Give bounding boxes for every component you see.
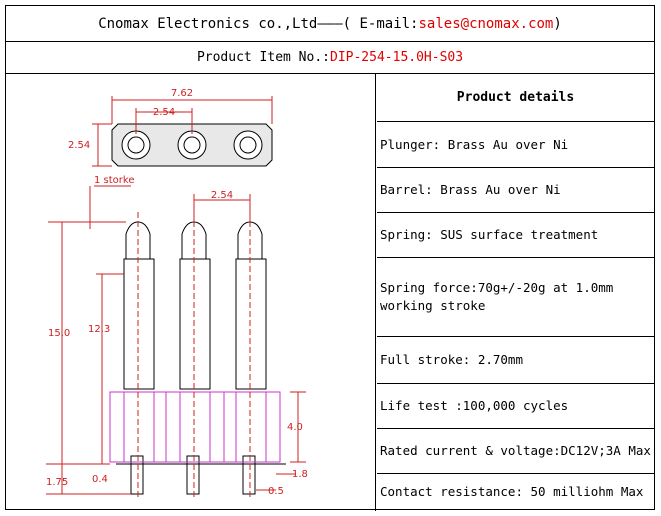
dim-overall-pitch: 7.62 xyxy=(171,88,193,99)
dim-housing-height: 4.0 xyxy=(287,422,303,433)
spec-sheet: Cnomax Electronics co.,Ltd ———( E-mail: … xyxy=(5,5,655,511)
dim-body-height: 2.54 xyxy=(68,140,90,151)
detail-rated-current: Rated current & voltage:DC12V;3A Max xyxy=(377,429,654,474)
dim-exposed-height: 12.3 xyxy=(88,324,110,335)
detail-spring: Spring: SUS surface treatment xyxy=(377,213,654,258)
detail-plunger: Plunger: Brass Au over Ni xyxy=(377,122,654,168)
product-item-value: DIP-254-15.0H-S03 xyxy=(330,50,464,65)
header-row: Cnomax Electronics co.,Ltd ———( E-mail: … xyxy=(6,6,654,42)
dim-tail-length: 1.75 xyxy=(46,477,68,488)
company-name: Cnomax Electronics co.,Ltd xyxy=(98,15,318,32)
dim-pin-pitch: 2.54 xyxy=(211,190,233,201)
product-details-title: Product details xyxy=(377,74,654,122)
detail-contact-resistance: Contact resistance: 50 milliohm Max xyxy=(380,483,644,499)
detail-spring-force: Spring force:70g+/-20g at 1.0mm working … xyxy=(377,258,654,337)
dim-stroke: 1 storke xyxy=(94,175,135,186)
detail-full-stroke: Full stroke: 2.70mm xyxy=(377,337,654,384)
detail-life-test: Life test :100,000 cycles xyxy=(377,384,654,429)
dim-total-height: 15.0 xyxy=(48,328,70,339)
email-link[interactable]: sales@cnomax.com xyxy=(418,15,554,32)
technical-drawing: 7.62 2.54 2.54 1 storke 2.54 15.0 12.3 4… xyxy=(6,74,376,511)
product-item-label: Product Item No.: xyxy=(196,50,330,65)
dim-tail-offset: 1.8 xyxy=(292,469,308,480)
detail-barrel: Barrel: Brass Au over Ni xyxy=(377,168,654,213)
product-item-row: Product Item No.: DIP-254-15.0H-S03 xyxy=(6,42,654,74)
dim-tail-width: 0.4 xyxy=(92,474,108,485)
header-separator: ———( E-mail: xyxy=(317,15,419,32)
technical-drawing-svg: 7.62 2.54 2.54 1 storke 2.54 15.0 12.3 4… xyxy=(46,88,308,499)
product-details-table: Product details Plunger: Brass Au over N… xyxy=(377,74,654,509)
dim-tail-diameter: 0.5 xyxy=(268,486,284,497)
dim-pitch: 2.54 xyxy=(153,107,175,118)
header-close: ) xyxy=(553,15,562,32)
